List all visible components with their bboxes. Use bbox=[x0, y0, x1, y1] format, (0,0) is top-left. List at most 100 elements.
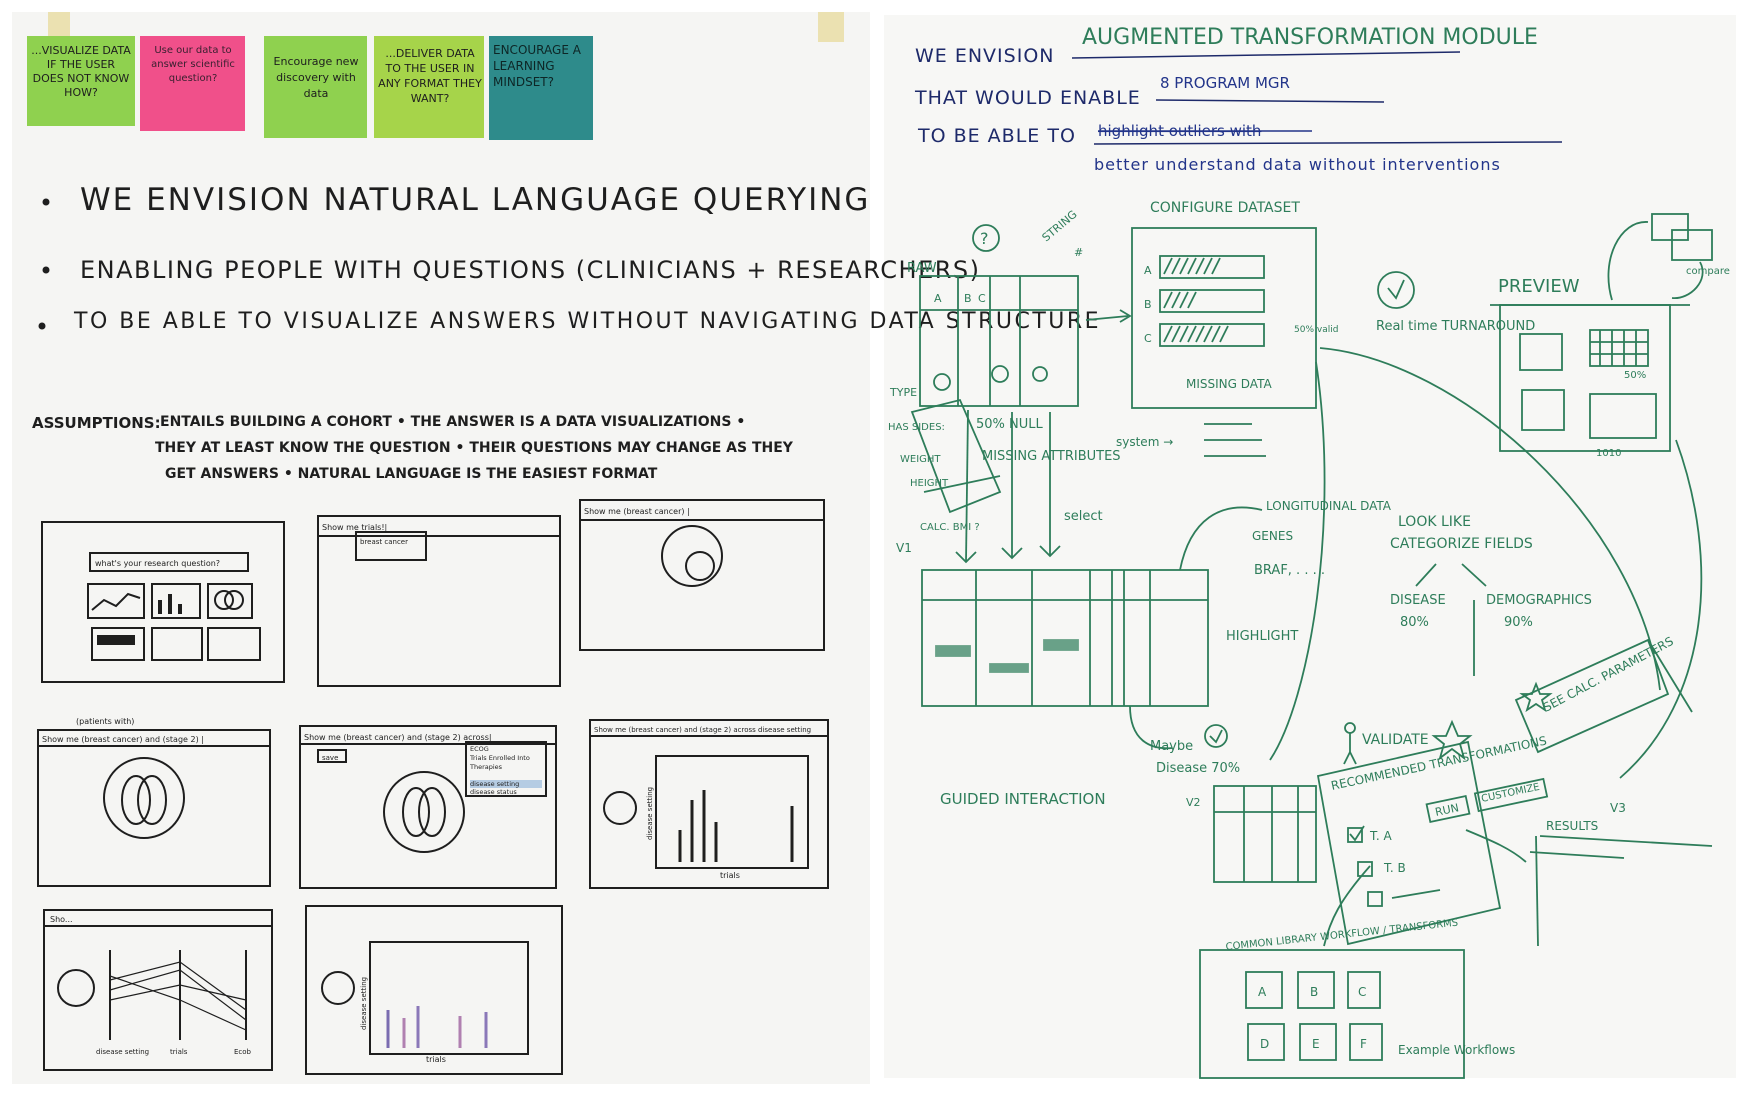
sketch-venn-left bbox=[121, 775, 151, 825]
left-paper bbox=[12, 12, 870, 1084]
bullet-enabling: ENABLING PEOPLE WITH QUESTIONS (CLINICIA… bbox=[80, 256, 981, 284]
sticky-label-4: ENCOURAGE A LEARNING MINDSET? bbox=[493, 43, 581, 89]
bullet-dot bbox=[42, 198, 50, 206]
header-we-envision: WE ENVISION bbox=[915, 45, 1054, 67]
checkbox-b bbox=[1357, 861, 1373, 877]
preview-thumb bbox=[1521, 389, 1565, 431]
sketch8-xlabel: trials bbox=[426, 1055, 446, 1064]
sketch-venn-right bbox=[418, 787, 446, 837]
label-col-b: B bbox=[964, 292, 972, 305]
label-v3: V3 bbox=[1610, 801, 1626, 815]
label-lib-b: B bbox=[1310, 985, 1318, 999]
star-icon bbox=[1431, 719, 1473, 761]
has-sides-card bbox=[910, 398, 1002, 514]
v1-table bbox=[921, 569, 1209, 707]
arrow-to-results bbox=[1465, 829, 1527, 863]
sketch5-menu-2: Therapies bbox=[469, 763, 503, 771]
sketch1-title: what's your research question? bbox=[95, 559, 220, 568]
label-missing-data: MISSING DATA bbox=[1186, 377, 1272, 391]
label-genes: GENES bbox=[1252, 529, 1293, 543]
configure-dataset-box bbox=[1131, 227, 1317, 409]
assumption-line-1: ENTAILS BUILDING A COHORT • THE ANSWER I… bbox=[160, 414, 745, 430]
assumption-line-2: THEY AT LEAST KNOW THE QUESTION • THEIR … bbox=[155, 440, 794, 456]
config-hatch bbox=[1163, 257, 1221, 275]
arrow-head bbox=[1119, 309, 1132, 323]
calc-params-line bbox=[1647, 639, 1693, 713]
tape-left bbox=[48, 12, 70, 42]
sketch-thumb-misc bbox=[207, 627, 261, 661]
config-bar-a bbox=[1159, 255, 1265, 279]
label-pct50: 50% bbox=[1624, 370, 1646, 381]
sticky-label-2: Encourage new discovery with data bbox=[273, 55, 359, 100]
sketch-bar-chart-frame bbox=[369, 941, 529, 1055]
arrow-down bbox=[965, 409, 969, 563]
label-results: RESULTS bbox=[1546, 819, 1598, 833]
sketch8-ylabel: disease setting bbox=[360, 977, 368, 1030]
label-height: HEIGHT bbox=[910, 478, 949, 489]
label-preview: PREVIEW bbox=[1498, 276, 1580, 297]
run-button bbox=[1425, 794, 1471, 824]
sketch-venn-outer bbox=[103, 757, 185, 839]
checkbox-c bbox=[1367, 891, 1383, 907]
label-question: ? bbox=[980, 229, 989, 248]
sticky-note-discovery bbox=[264, 36, 367, 138]
library-box-d bbox=[1247, 1023, 1285, 1061]
sketch2-title: Show me trials!| bbox=[322, 523, 387, 532]
sketch-menu-highlight bbox=[470, 780, 542, 788]
right-header: WE ENVISION AUGMENTED TRANSFORMATION MOD… bbox=[914, 25, 1563, 174]
library-box-b bbox=[1297, 971, 1335, 1009]
split-line bbox=[1415, 563, 1437, 587]
recommended-box bbox=[1316, 740, 1502, 946]
sketch7-axis-0: disease setting bbox=[96, 1048, 149, 1056]
config-bar-b bbox=[1159, 289, 1265, 313]
sketch5-save: save bbox=[322, 754, 338, 762]
compare-arrow bbox=[1607, 221, 1649, 301]
sketch-thumb-bar bbox=[151, 583, 201, 619]
label-col-a: A bbox=[934, 292, 942, 305]
library-box-c bbox=[1347, 971, 1381, 1009]
sketch7-title: Sho... bbox=[50, 915, 73, 924]
preview-thumb bbox=[1589, 393, 1657, 439]
check-mark-icon bbox=[1349, 825, 1365, 842]
sticky-note-learning bbox=[489, 36, 593, 140]
label-braf: BRAF, . . . . bbox=[1254, 563, 1325, 578]
question-circle bbox=[972, 224, 1000, 252]
label-calc-bmi: CALC. BMI ? bbox=[920, 522, 980, 533]
sketch-parallel-line bbox=[109, 984, 247, 1001]
label-config-a: A bbox=[1144, 264, 1152, 277]
sketch-dropdown bbox=[355, 531, 427, 561]
check-circle bbox=[1204, 724, 1228, 748]
checkbox-a bbox=[1347, 827, 1363, 843]
customize-button bbox=[1473, 777, 1549, 813]
header-underline bbox=[1155, 99, 1385, 103]
sketch6-xlabel: trials bbox=[720, 871, 740, 880]
sketch5-menu-4: disease status bbox=[470, 788, 517, 796]
bullet-envision: WE ENVISION NATURAL LANGUAGE QUERYING bbox=[80, 182, 870, 218]
sticky-label-0: ...VISUALIZE DATA IF THE USER DOES NOT K… bbox=[31, 44, 131, 99]
sketch-frame-1 bbox=[41, 521, 285, 683]
label-demographics-pct: 90% bbox=[1504, 615, 1533, 630]
raw-table bbox=[919, 275, 1079, 407]
sketch-venn-b bbox=[224, 590, 244, 610]
label-has-sides: HAS SIDES: bbox=[888, 422, 945, 433]
checkbox-line bbox=[1391, 889, 1441, 899]
sketch-frame-4 bbox=[37, 729, 271, 887]
sketch5-menu-3: disease setting bbox=[470, 780, 519, 788]
label-highlight: HIGHLIGHT bbox=[1226, 629, 1298, 644]
label-looklike: LOOK LIKE bbox=[1398, 514, 1471, 530]
sticky-note-scientific bbox=[140, 36, 245, 131]
sketch-parallel-line bbox=[109, 975, 247, 1031]
sketch-thumb-list bbox=[151, 627, 203, 661]
sketch-venn-mini bbox=[57, 969, 95, 1007]
compare-arrow bbox=[1671, 261, 1704, 299]
label-col-c: C bbox=[978, 292, 986, 305]
star-icon bbox=[1519, 681, 1553, 713]
bullet-dot bbox=[38, 322, 46, 330]
sketch-frame-2 bbox=[317, 515, 561, 687]
results-left-line bbox=[1535, 835, 1539, 947]
check-mark-icon bbox=[1209, 729, 1223, 744]
label-lib-f: F bbox=[1360, 1037, 1367, 1051]
config-bar-c bbox=[1159, 323, 1265, 347]
header-enable: THAT WOULD ENABLE bbox=[914, 87, 1141, 109]
